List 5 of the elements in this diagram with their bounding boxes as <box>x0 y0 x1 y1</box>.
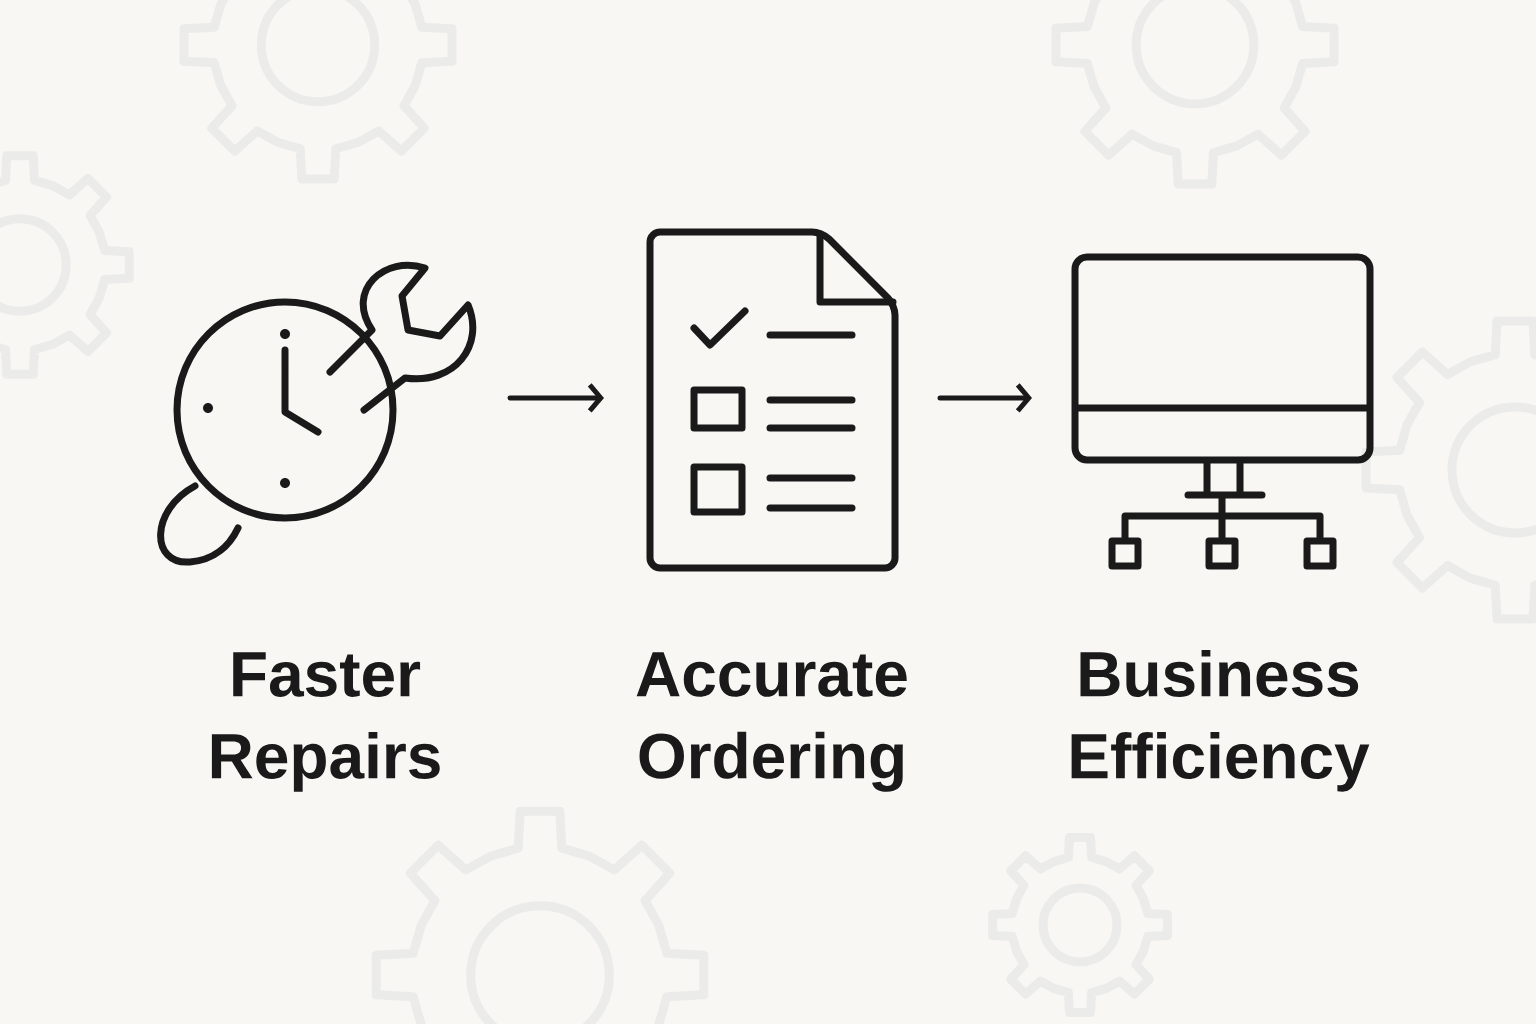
node-label: Accurate Ordering <box>636 652 907 792</box>
node-label: Faster Repairs <box>211 652 440 792</box>
arrow <box>937 383 1032 413</box>
arrow <box>507 383 604 413</box>
node-label: Business Efficiency <box>1071 649 1370 792</box>
